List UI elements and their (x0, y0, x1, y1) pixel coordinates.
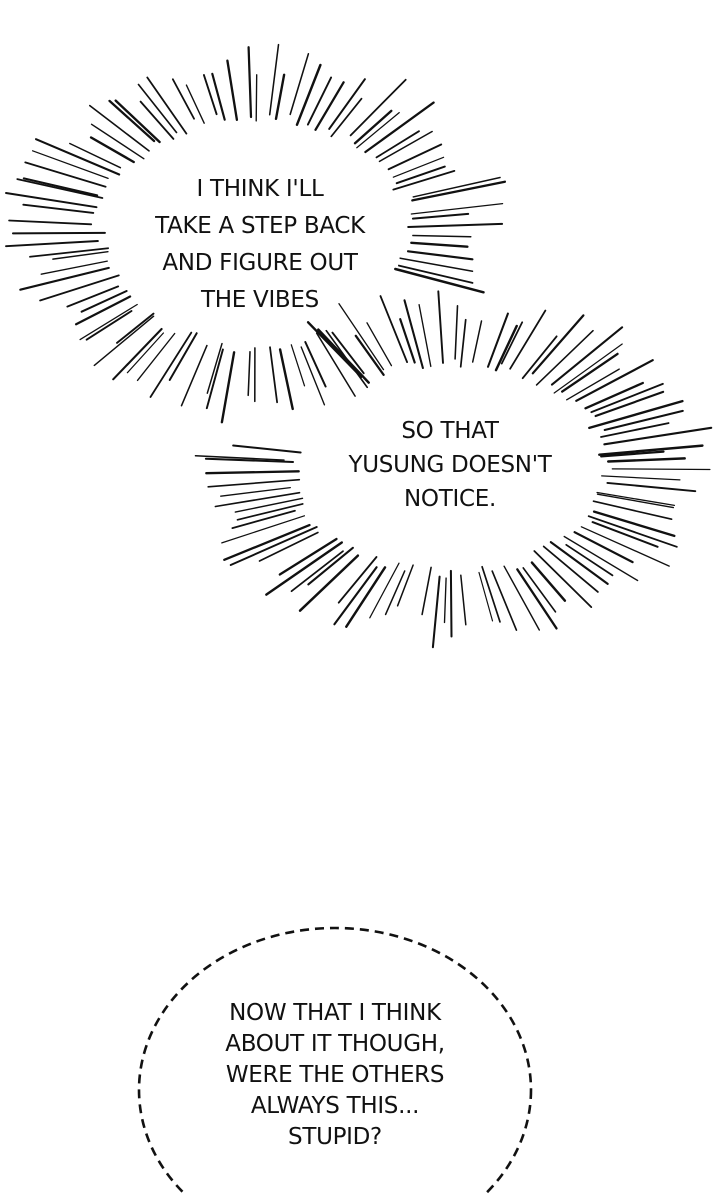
bubble-3-line: STUPID? (288, 1124, 382, 1150)
bubble-1-line: AND FIGURE OUT (162, 250, 358, 276)
bubble-3-line: NOW THAT I THINK (229, 1000, 441, 1026)
bubble-3-text: NOW THAT I THINK ABOUT IT THOUGH, WERE T… (170, 998, 500, 1153)
burst-bubble-1-rays (5, 43, 507, 424)
bubble-1-line: THE VIBES (201, 287, 319, 313)
bubble-1-text: I THINK I'LL TAKE A STEP BACK AND FIGURE… (115, 171, 405, 319)
bubble-3-line: ABOUT IT THOUGH, (225, 1031, 445, 1057)
bubble-2-text: SO THAT YUSUNG DOESN'T NOTICE. (320, 414, 580, 516)
bubble-2-line: NOTICE. (404, 486, 496, 512)
bubble-2-line: YUSUNG DOESN'T (348, 452, 552, 478)
burst-bubble-2-rays (194, 290, 713, 649)
bubble-1-line: I THINK I'LL (196, 176, 324, 202)
dashed-thought-bubble-outline (137, 926, 533, 1194)
bubble-3-line: WERE THE OTHERS (225, 1062, 445, 1088)
bubble-1-line: TAKE A STEP BACK (155, 213, 365, 239)
bubble-3-line: ALWAYS THIS... (250, 1093, 420, 1119)
bubble-2-line: SO THAT (401, 418, 499, 444)
